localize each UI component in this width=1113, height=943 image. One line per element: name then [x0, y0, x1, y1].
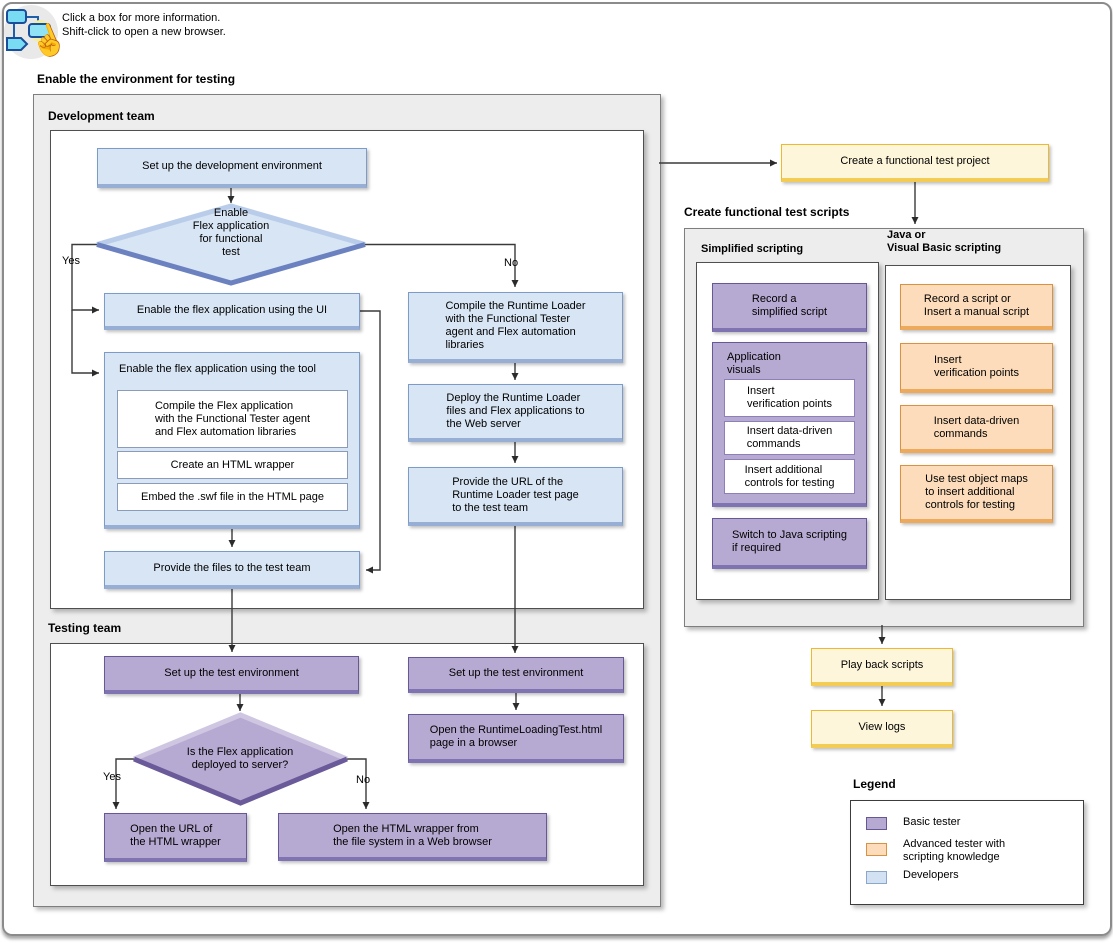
node-insert-verification-points-simplified[interactable]: Insert verification points	[724, 379, 855, 417]
header-instructions: Click a box for more information. Shift-…	[62, 11, 226, 39]
node-setup-dev-environment[interactable]: Set up the development environment	[97, 148, 367, 188]
legend-title: Legend	[853, 777, 896, 791]
testing-team-title: Testing team	[48, 621, 122, 635]
dev-decision-no-label: No	[504, 257, 519, 269]
create-scripts-title: Create functional test scripts	[684, 205, 850, 219]
node-open-runtimeloadingtest[interactable]: Open the RuntimeLoadingTest.html page in…	[408, 714, 624, 763]
decision-enable-flex[interactable]: Enable Flex application for functional t…	[192, 207, 270, 258]
flowchart-hand-cursor-icon: ☝	[4, 5, 60, 60]
node-deploy-runtime-loader[interactable]: Deploy the Runtime Loader files and Flex…	[408, 384, 623, 442]
instruction-line-2: Shift-click to open a new browser.	[62, 26, 226, 38]
node-enable-flex-ui[interactable]: Enable the flex application using the UI	[104, 293, 360, 330]
legend-label-developers: Developers	[903, 869, 959, 881]
dev-decision-yes-label: Yes	[62, 255, 80, 267]
node-record-simplified-script[interactable]: Record a simplified script	[712, 283, 867, 332]
node-insert-data-driven-java[interactable]: Insert data-driven commands	[900, 405, 1053, 453]
node-embed-swf[interactable]: Embed the .swf file in the HTML page	[117, 483, 348, 511]
decision-deployed-to-server[interactable]: Is the Flex application deployed to serv…	[186, 746, 294, 771]
legend-swatch-advanced-tester	[866, 843, 887, 856]
node-setup-test-env-right[interactable]: Set up the test environment	[408, 657, 624, 693]
node-play-back-scripts[interactable]: Play back scripts	[811, 648, 953, 686]
test-decision-yes-label: Yes	[103, 771, 121, 783]
node-use-test-object-maps[interactable]: Use test object maps to insert additiona…	[900, 465, 1053, 523]
node-open-url-html-wrapper[interactable]: Open the URL of the HTML wrapper	[104, 813, 247, 862]
node-setup-test-env-left[interactable]: Set up the test environment	[104, 656, 359, 694]
application-visuals-label: Application visuals	[727, 351, 781, 376]
enable-environment-title: Enable the environment for testing	[37, 72, 236, 86]
node-record-script-or-manual[interactable]: Record a script or Insert a manual scrip…	[900, 284, 1053, 330]
legend-swatch-basic-tester	[866, 817, 887, 830]
node-application-visuals[interactable]: Application visuals Insert verification …	[712, 342, 867, 507]
node-view-logs[interactable]: View logs	[811, 710, 953, 748]
node-create-test-project[interactable]: Create a functional test project	[781, 144, 1049, 182]
development-team-title: Development team	[48, 109, 155, 123]
node-insert-data-driven-simplified[interactable]: Insert data-driven commands	[724, 421, 855, 455]
test-decision-no-label: No	[356, 774, 371, 786]
instruction-line-1: Click a box for more information.	[62, 12, 221, 24]
node-open-html-wrapper-filesystem[interactable]: Open the HTML wrapper from the file syst…	[278, 813, 547, 861]
enable-flex-tool-label: Enable the flex application using the to…	[119, 363, 316, 375]
java-vb-scripting-title: Java or Visual Basic scripting	[887, 229, 1002, 254]
node-create-html-wrapper[interactable]: Create an HTML wrapper	[117, 451, 348, 479]
legend-swatch-developers	[866, 871, 887, 884]
node-provide-runtime-url[interactable]: Provide the URL of the Runtime Loader te…	[408, 467, 623, 526]
legend-box	[850, 800, 1084, 905]
simplified-scripting-title: Simplified scripting	[701, 243, 804, 255]
node-enable-flex-tool[interactable]: Enable the flex application using the to…	[104, 352, 360, 529]
node-switch-to-java[interactable]: Switch to Java scripting if required	[712, 518, 867, 569]
node-insert-verification-points-java[interactable]: Insert verification points	[900, 343, 1053, 393]
node-compile-flex-application[interactable]: Compile the Flex application with the Fu…	[117, 390, 348, 448]
node-compile-runtime-loader[interactable]: Compile the Runtime Loader with the Func…	[408, 292, 623, 363]
legend-label-basic-tester: Basic tester	[903, 816, 961, 828]
node-insert-additional-controls-simplified[interactable]: Insert additional controls for testing	[724, 459, 855, 494]
legend-label-advanced-tester: Advanced tester with scripting knowledge	[903, 838, 1006, 863]
node-provide-files[interactable]: Provide the files to the test team	[104, 551, 360, 589]
